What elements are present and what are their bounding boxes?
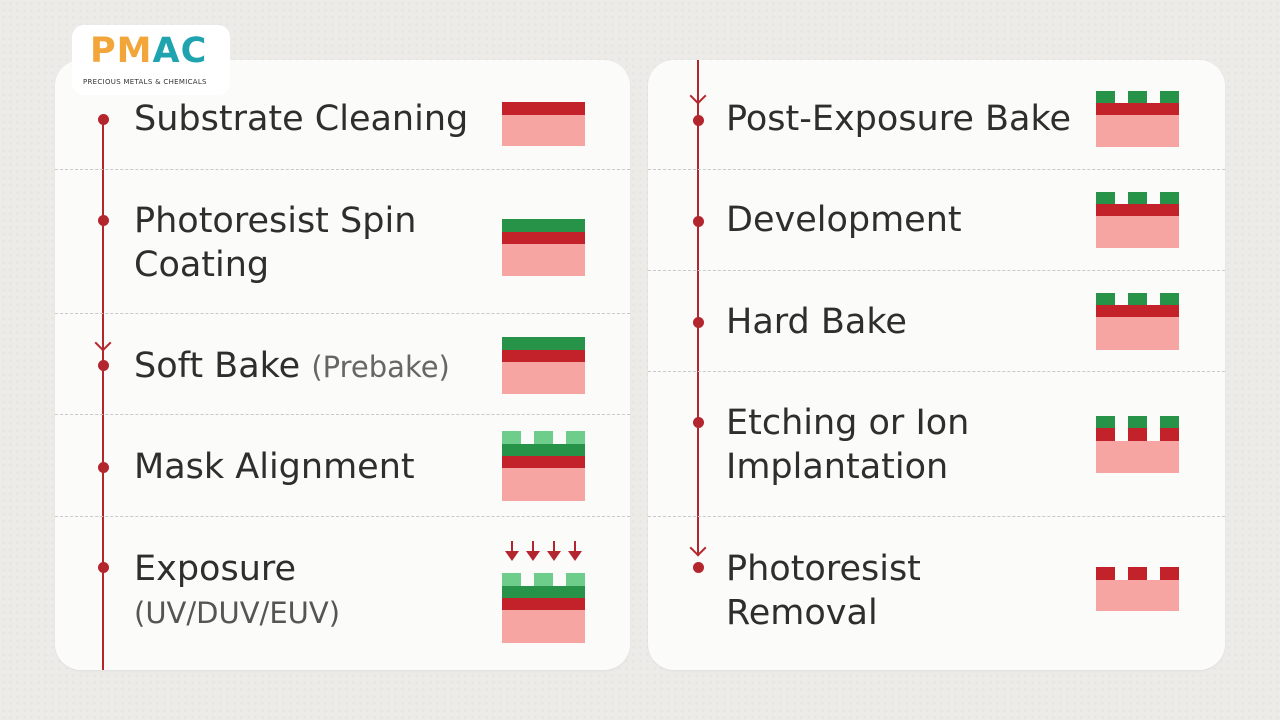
- divider: [648, 270, 1225, 271]
- step-bullet: [98, 114, 109, 125]
- divider: [648, 169, 1225, 170]
- uv-arrow-icon: [547, 541, 561, 563]
- timeline-arrowhead: [689, 539, 707, 557]
- step-development-label: Development: [726, 200, 962, 240]
- step-bullet: [693, 115, 704, 126]
- step-removal-line1: Photoresist: [726, 549, 921, 589]
- spin-coat-layers-icon: [502, 219, 585, 276]
- uv-arrow-icon: [526, 541, 540, 563]
- divider: [55, 313, 630, 314]
- uv-arrow-icon: [568, 541, 582, 563]
- pmac-logo: PMAC PRECIOUS METALS & CHEMICALS: [72, 25, 230, 95]
- step-soft-bake-label: Soft Bake (Prebake): [134, 344, 450, 389]
- step-etching-line1: Etching or Ion: [726, 403, 970, 443]
- step-spin-coating-line1: Photoresist Spin: [134, 201, 417, 241]
- substrate-only-icon: [502, 102, 585, 146]
- timeline-line-left: [102, 120, 104, 670]
- development-icon: [1096, 192, 1179, 248]
- step-post-exposure-bake-label: Post-Exposure Bake: [726, 99, 1072, 139]
- exposure-icon: [502, 573, 585, 643]
- step-soft-bake-subtitle: (Prebake): [311, 350, 450, 384]
- step-spin-coating-line2: Coating: [134, 245, 270, 285]
- post-exposure-bake-icon: [1096, 91, 1179, 147]
- divider: [55, 414, 630, 415]
- step-hard-bake-label: Hard Bake: [726, 302, 907, 342]
- step-bullet: [693, 317, 704, 328]
- timeline-arrowhead: [94, 334, 112, 352]
- uv-arrow-icon: [505, 541, 519, 563]
- step-exposure-subtitle: (UV/DUV/EUV): [134, 596, 341, 630]
- step-photoresist-removal-label: Photoresist Removal: [726, 547, 921, 635]
- soft-bake-layers-icon: [502, 337, 585, 394]
- mask-alignment-icon: [502, 431, 585, 501]
- step-bullet: [98, 562, 109, 573]
- timeline-line-right: [697, 60, 699, 555]
- step-bullet: [693, 216, 704, 227]
- step-exposure-title: Exposure: [134, 549, 297, 589]
- divider: [648, 371, 1225, 372]
- timeline-arrowhead: [689, 87, 707, 105]
- step-bullet: [693, 562, 704, 573]
- step-mask-alignment-label: Mask Alignment: [134, 447, 415, 487]
- logo-tagline: PRECIOUS METALS & CHEMICALS: [83, 78, 207, 86]
- logo-mark: PMAC: [90, 31, 208, 71]
- hard-bake-icon: [1096, 293, 1179, 350]
- step-substrate-cleaning-label: Substrate Cleaning: [134, 99, 469, 139]
- left-process-panel: Substrate Cleaning Photoresist Spin Coat…: [55, 60, 630, 670]
- step-bullet: [98, 462, 109, 473]
- step-bullet: [98, 215, 109, 226]
- step-bullet: [98, 360, 109, 371]
- divider: [648, 516, 1225, 517]
- step-exposure-label: Exposure (UV/DUV/EUV): [134, 547, 340, 635]
- divider: [55, 516, 630, 517]
- step-bullet: [693, 417, 704, 428]
- step-removal-line2: Removal: [726, 593, 878, 633]
- right-process-panel: Post-Exposure Bake Development Hard Bake…: [648, 60, 1225, 670]
- step-etching-line2: Implantation: [726, 447, 949, 487]
- divider: [55, 169, 630, 170]
- step-etching-label: Etching or Ion Implantation: [726, 401, 969, 489]
- etching-icon: [1096, 416, 1179, 473]
- step-soft-bake-title: Soft Bake: [134, 346, 301, 386]
- step-spin-coating-label: Photoresist Spin Coating: [134, 199, 416, 287]
- photoresist-removal-icon: [1096, 567, 1179, 611]
